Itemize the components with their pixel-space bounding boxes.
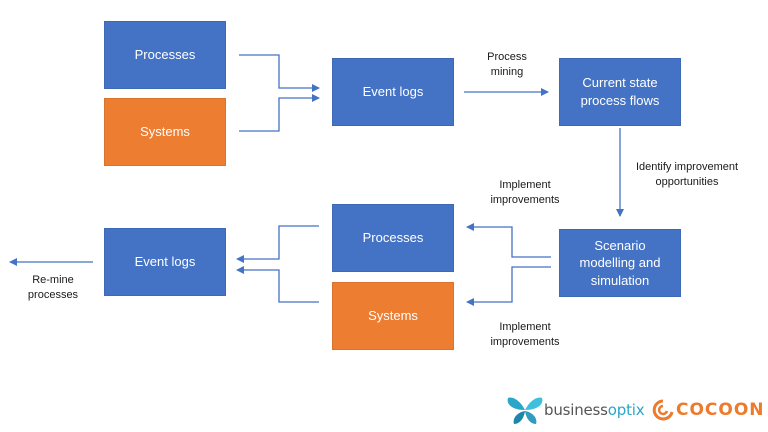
cocoon-swirl-icon: [652, 399, 674, 421]
implement-improvements-top-label: Implement improvements: [490, 179, 560, 207]
systems-box-2-label: Systems: [368, 308, 418, 324]
butterfly-icon: [507, 397, 543, 424]
processes-box-2-label: Processes: [362, 230, 424, 246]
businessoptix-logo: businessoptix: [506, 394, 645, 426]
cocoon-logo: COCOON: [650, 398, 765, 422]
businessoptix-suffix: optix: [607, 401, 645, 419]
processes-box-label: Processes: [134, 47, 196, 63]
arrow-systems2-to-eventlogs2: [236, 266, 319, 303]
event-logs-box-label: Event logs: [362, 84, 424, 100]
event-logs-box-2-label: Event logs: [134, 254, 196, 270]
arrow-scenario-to-systems: [466, 266, 551, 306]
arrow-systems-to-eventlogs: [239, 94, 320, 132]
event-logs-box: Event logs: [332, 58, 454, 126]
scenario-box: Scenario modelling and simulation: [559, 229, 681, 297]
event-logs-box-2: Event logs: [104, 228, 226, 296]
remine-processes-label: Re-mine processes: [27, 274, 79, 302]
businessoptix-prefix: business: [544, 401, 608, 419]
businessoptix-wordmark: businessoptix: [544, 401, 645, 419]
arrow-scenario-to-processes: [466, 223, 551, 258]
scenario-box-label: Scenario modelling and simulation: [579, 237, 661, 288]
process-mining-label: Process mining: [487, 51, 527, 79]
arrow-processes2-to-eventlogs2: [236, 225, 319, 263]
processes-box: Processes: [104, 21, 226, 89]
arrow-processes-to-eventlogs: [239, 54, 320, 92]
identify-improvement-label: Identify improvement opportunities: [635, 161, 739, 189]
current-state-box: Current state process flows: [559, 58, 681, 126]
current-state-box-label: Current state process flows: [580, 75, 660, 108]
implement-improvements-bottom-label: Implement improvements: [490, 321, 560, 349]
systems-box-2: Systems: [332, 282, 454, 350]
cocoon-wordmark: COCOON: [676, 400, 765, 420]
processes-box-2: Processes: [332, 204, 454, 272]
systems-box-label: Systems: [140, 124, 190, 140]
systems-box: Systems: [104, 98, 226, 166]
